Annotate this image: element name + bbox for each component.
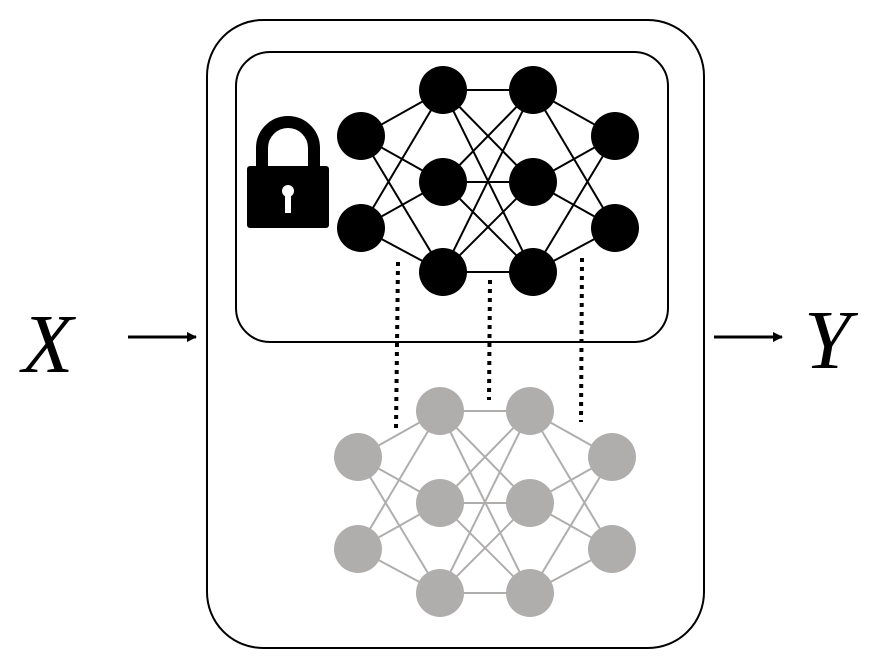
output-label: Y xyxy=(804,294,859,387)
network-node xyxy=(334,525,382,573)
network-edge xyxy=(532,135,616,273)
network-node xyxy=(337,112,385,160)
input-label: X xyxy=(19,298,77,391)
network-node xyxy=(416,569,464,617)
lock-icon xyxy=(247,116,329,228)
network-node xyxy=(419,248,467,296)
network-node xyxy=(588,525,636,573)
network-node xyxy=(506,479,554,527)
network-node xyxy=(506,387,554,435)
network-node xyxy=(591,204,639,252)
frozen-network xyxy=(337,66,639,296)
weight-share-link xyxy=(579,257,584,423)
network-node xyxy=(334,433,382,481)
weight-share-link xyxy=(394,261,400,429)
network-node xyxy=(337,204,385,252)
model-container xyxy=(206,19,705,649)
weight-share-link xyxy=(487,279,492,401)
network-edge xyxy=(360,89,444,229)
network-node xyxy=(419,66,467,114)
network-node xyxy=(509,248,557,296)
network-node xyxy=(509,158,557,206)
network-node xyxy=(588,433,636,481)
trainable-network xyxy=(334,387,636,617)
network-edge xyxy=(357,410,441,550)
network-node xyxy=(591,112,639,160)
network-node xyxy=(506,569,554,617)
network-node xyxy=(416,387,464,435)
network-node xyxy=(509,66,557,114)
network-node xyxy=(419,158,467,206)
weight-share-links xyxy=(394,257,584,429)
frozen-model-box xyxy=(235,51,669,343)
network-node xyxy=(416,479,464,527)
network-edge xyxy=(529,456,613,594)
